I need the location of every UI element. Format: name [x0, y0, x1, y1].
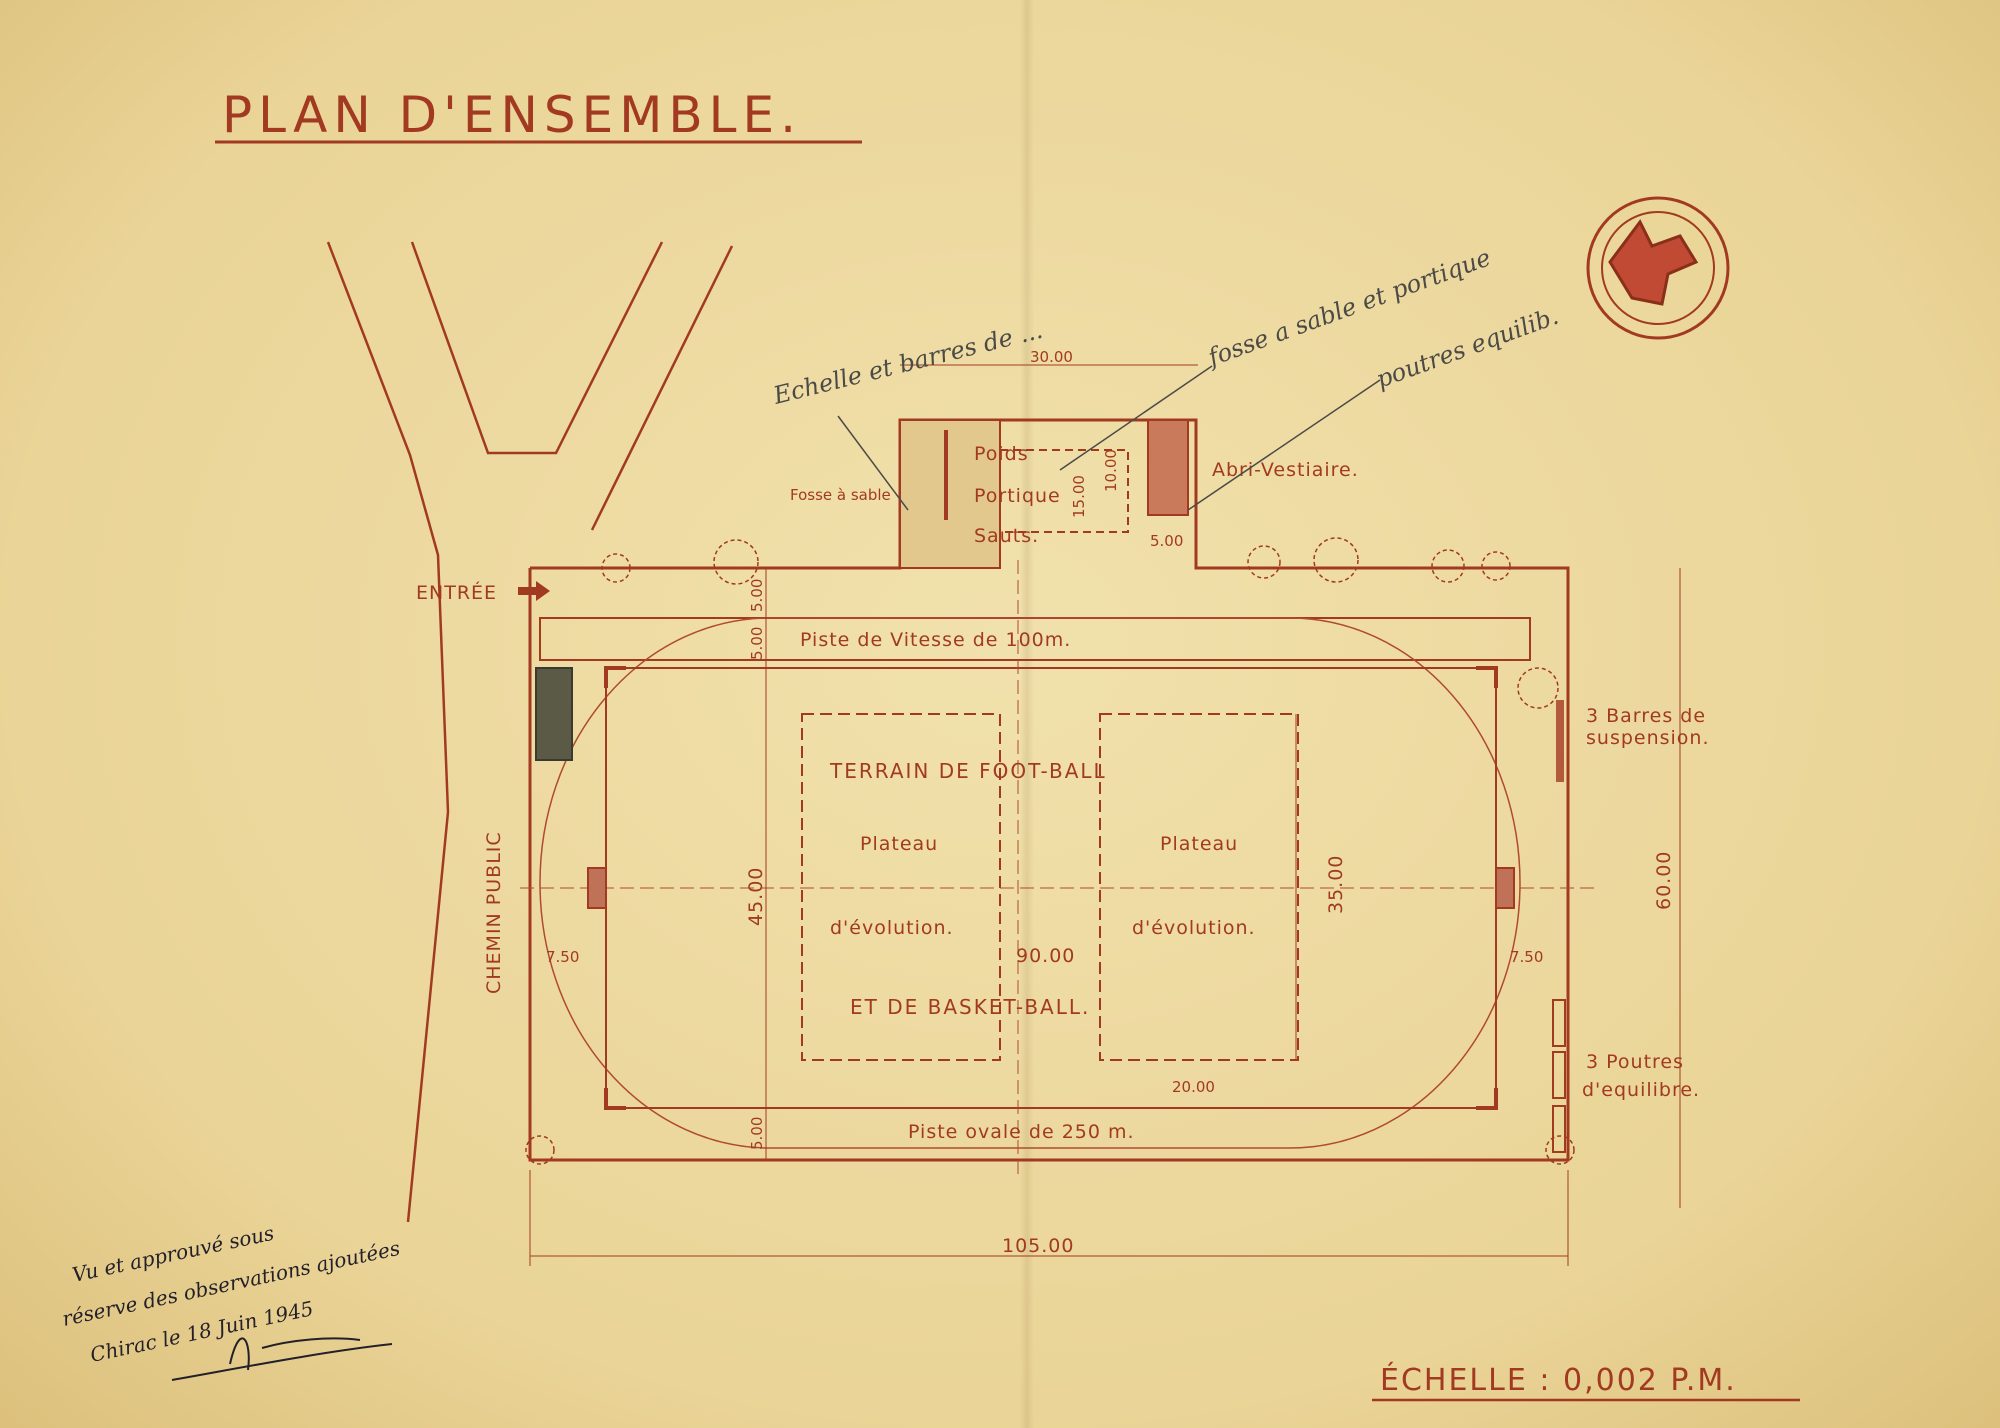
entry-arrow-icon — [518, 581, 550, 601]
oval-track-label: Piste ovale de 250 m. — [908, 1121, 1135, 1143]
beams-label-2: d'equilibre. — [1582, 1079, 1700, 1101]
dim-field-90: 90.00 — [1016, 945, 1075, 967]
note-ladder: Echelle et barres de ... — [770, 316, 1046, 410]
dim-side-right: 7.50 — [1510, 948, 1543, 966]
bars-label-1: 3 Barres de — [1586, 705, 1706, 727]
goal-left — [587, 867, 607, 909]
football-field-label: TERRAIN DE FOOT-BALL — [829, 759, 1107, 783]
note-beams: poutres equilib. — [1372, 302, 1562, 394]
scale-label: ÉCHELLE : 0,002 P.M. — [1380, 1362, 1737, 1398]
plateau-right-label-2: d'évolution. — [1132, 917, 1256, 939]
changing-room-label: Abri-Vestiaire. — [1212, 459, 1359, 481]
dim-gap-left-b: 5.00 — [748, 627, 766, 660]
dimension-lines — [529, 364, 1681, 1266]
suspension-bars — [1556, 700, 1564, 782]
approval-signature — [171, 1337, 393, 1381]
public-road-label: CHEMIN PUBLIC — [483, 831, 505, 994]
hatched-block — [535, 667, 573, 761]
plateaus — [801, 713, 1299, 1061]
plateau-left-label-2: d'évolution. — [830, 917, 954, 939]
pencil-leader-lines — [837, 365, 1381, 511]
beams-label-1: 3 Poutres — [1586, 1051, 1684, 1073]
paper-fold — [1020, 0, 1034, 1428]
plateau-right-label-1: Plateau — [1160, 833, 1238, 855]
plateau-right — [1099, 713, 1299, 1061]
axes — [520, 560, 1600, 1180]
dim-side-left: 7.50 — [546, 948, 579, 966]
shot-put-label: Poids — [974, 443, 1029, 465]
dim-top-width: 30.00 — [1030, 348, 1073, 366]
goal-right — [1495, 867, 1515, 909]
basketball-label: ET DE BASKET-BALL. — [850, 995, 1090, 1019]
oval-track — [539, 617, 1521, 1149]
plateau-left-label-1: Plateau — [860, 833, 938, 855]
dim-gap-left-a: 5.00 — [748, 579, 766, 612]
equipment-area — [899, 419, 1189, 569]
sprint-track-label: Piste de Vitesse de 100m. — [800, 629, 1071, 651]
dim-field-45: 45.00 — [745, 867, 767, 926]
dim-gap-top: 5.00 — [1150, 532, 1183, 550]
dim-total-105: 105.00 — [1002, 1235, 1074, 1257]
jumps-label: Sauts. — [974, 525, 1039, 547]
plan-title: PLAN D'ENSEMBLE. — [222, 86, 802, 144]
dim-height-60: 60.00 — [1653, 851, 1675, 910]
dim-depth-10: 10.00 — [1102, 449, 1120, 492]
bars-label-2: suspension. — [1586, 727, 1710, 749]
portico-label: Portique — [974, 485, 1061, 507]
entry-label: ENTRÉE — [416, 581, 497, 604]
public-road-lines — [326, 241, 734, 1223]
dim-field-20: 20.00 — [1172, 1078, 1215, 1096]
compass-icon — [1586, 196, 1730, 340]
plateau-left — [801, 713, 1001, 1061]
changing-room-block — [1147, 419, 1189, 516]
dim-field-35: 35.00 — [1325, 855, 1347, 914]
sand-pit-label: Fosse à sable — [790, 486, 891, 504]
trees — [525, 537, 1575, 1165]
dim-depth-15: 15.00 — [1070, 475, 1088, 518]
balance-beams — [1552, 999, 1566, 1153]
dim-gap-bottom: 5.00 — [748, 1117, 766, 1150]
